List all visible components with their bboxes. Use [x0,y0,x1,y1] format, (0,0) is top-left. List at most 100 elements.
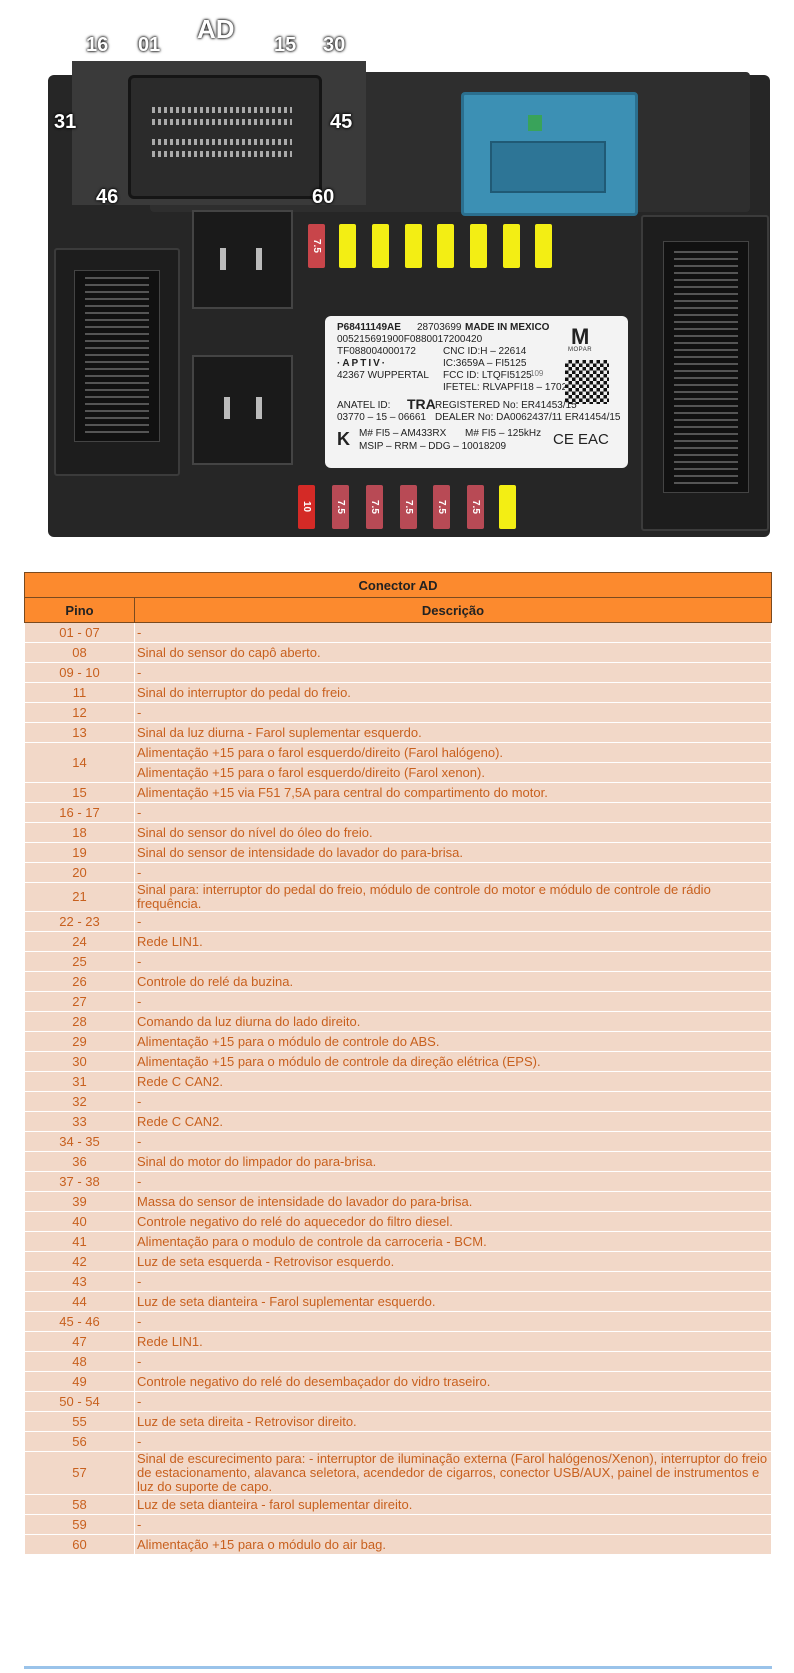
msip: MSIP – RRM – DDG – 10018209 [359,441,507,452]
table-row: 48- [24,1351,772,1372]
pin-number: 08 [24,642,135,663]
pin-description: Alimentação +15 para o módulo de control… [134,1031,772,1052]
pin-description: Alimentação +15 via F51 7,5A para centra… [134,782,772,803]
column-header-pino: Pino [24,597,135,623]
pin-number: 49 [24,1371,135,1392]
pin-number: 28 [24,1011,135,1032]
table-row: 56- [24,1431,772,1452]
pin-description: Luz de seta esquerda - Retrovisor esquer… [134,1251,772,1272]
pin-number: 40 [24,1211,135,1232]
anatel-number: 03770 – 15 – 06661 [337,412,426,423]
table-row: 59- [24,1514,772,1535]
pin-number: 22 - 23 [24,911,135,932]
pin-description: Sinal do sensor do nível do óleo do frei… [134,822,772,843]
pin-description: Alimentação para o modulo de controle da… [134,1231,772,1252]
fuse-bottom-1: 10 [298,485,315,529]
pin-description: Sinal do sensor do capô aberto. [134,642,772,663]
tra-mark: TRA [407,396,436,412]
made-in: MADE IN MEXICO [465,322,550,333]
callout-31: 31 [54,111,77,133]
pin-number: 12 [24,702,135,723]
pin-description: Rede C CAN2. [134,1071,772,1092]
pin-description: - [134,662,772,683]
table-row: 25- [24,951,772,972]
table-row: 01 - 07- [24,622,772,643]
pin-number: 43 [24,1271,135,1292]
pin-description: Alimentação +15 para o módulo do air bag… [134,1534,772,1555]
pin-description: Alimentação +15 para o farol esquerdo/di… [134,762,772,783]
anatel-label: ANATEL ID: [337,400,391,411]
pin-description: - [134,1091,772,1112]
city: 42367 WUPPERTAL [337,370,429,381]
pin-description: - [134,802,772,823]
fuse-top-6 [470,224,487,268]
relay-socket-top [192,210,293,309]
callout-16: 16 [86,34,109,56]
part-number: P68411149AE [337,322,401,333]
table-bottom-border [24,1666,772,1669]
cnc-id: CNC ID:H – 22614 [443,346,527,357]
fcc-id: FCC ID: LTQFI5125 [443,370,532,381]
pin-description: - [134,991,772,1012]
mopar-logo: M [571,324,590,349]
pin-description: Controle negativo do relé do desembaçado… [134,1371,772,1392]
fuse-top-4 [405,224,422,268]
mopar-wordmark: MOPAR [568,347,593,353]
pin-description: Sinal do motor do limpador do para-brisa… [134,1151,772,1172]
callout-46: 46 [96,186,119,208]
pin-description: - [134,951,772,972]
pin-number: 29 [24,1031,135,1052]
table-row: 37 - 38- [24,1171,772,1192]
pin-description: Sinal da luz diurna - Farol suplementar … [134,722,772,743]
callout-15: 15 [274,34,297,56]
pin-number: 13 [24,722,135,743]
fuse-top-2 [339,224,356,268]
pin-number: 27 [24,991,135,1012]
pin-description: - [134,1311,772,1332]
relay-socket-bottom [192,355,293,465]
model-id-1: M# FI5 – AM433RX [359,428,447,439]
right-connector [641,215,769,531]
pin-number: 32 [24,1091,135,1112]
pin-description: Rede LIN1. [134,931,772,952]
fuse-top-3 [372,224,389,268]
kc-mark: K [337,429,350,449]
pin-number: 33 [24,1111,135,1132]
pin-number: 36 [24,1151,135,1172]
fuse-bottom-3: 7.5 [366,485,383,529]
table-row: 32- [24,1091,772,1112]
pin-description: Luz de seta dianteira - farol suplementa… [134,1494,772,1515]
pin-description: - [134,911,772,932]
pin-number: 57 [24,1451,135,1495]
left-connector [54,248,180,476]
ic-id: IC:3659A – FI5125 [443,358,527,369]
pin-number: 11 [24,682,135,703]
table-title: Conector AD [24,572,772,598]
pin-number: 47 [24,1331,135,1352]
pin-description: Sinal do interruptor do pedal do freio. [134,682,772,703]
pin-description: Luz de seta direita - Retrovisor direito… [134,1411,772,1432]
pin-number: 26 [24,971,135,992]
pin-number: 15 [24,782,135,803]
fuse-bottom-5: 7.5 [433,485,450,529]
pin-description: Alimentação +15 para o módulo de control… [134,1051,772,1072]
module-label-sticker: P68411149AE 28703699 MADE IN MEXICO 0052… [325,316,628,468]
fuse-top-7 [503,224,520,268]
pin-description: - [134,862,772,883]
pin-description: Sinal do sensor de intensidade do lavado… [134,842,772,863]
table-row: 09 - 10- [24,662,772,683]
